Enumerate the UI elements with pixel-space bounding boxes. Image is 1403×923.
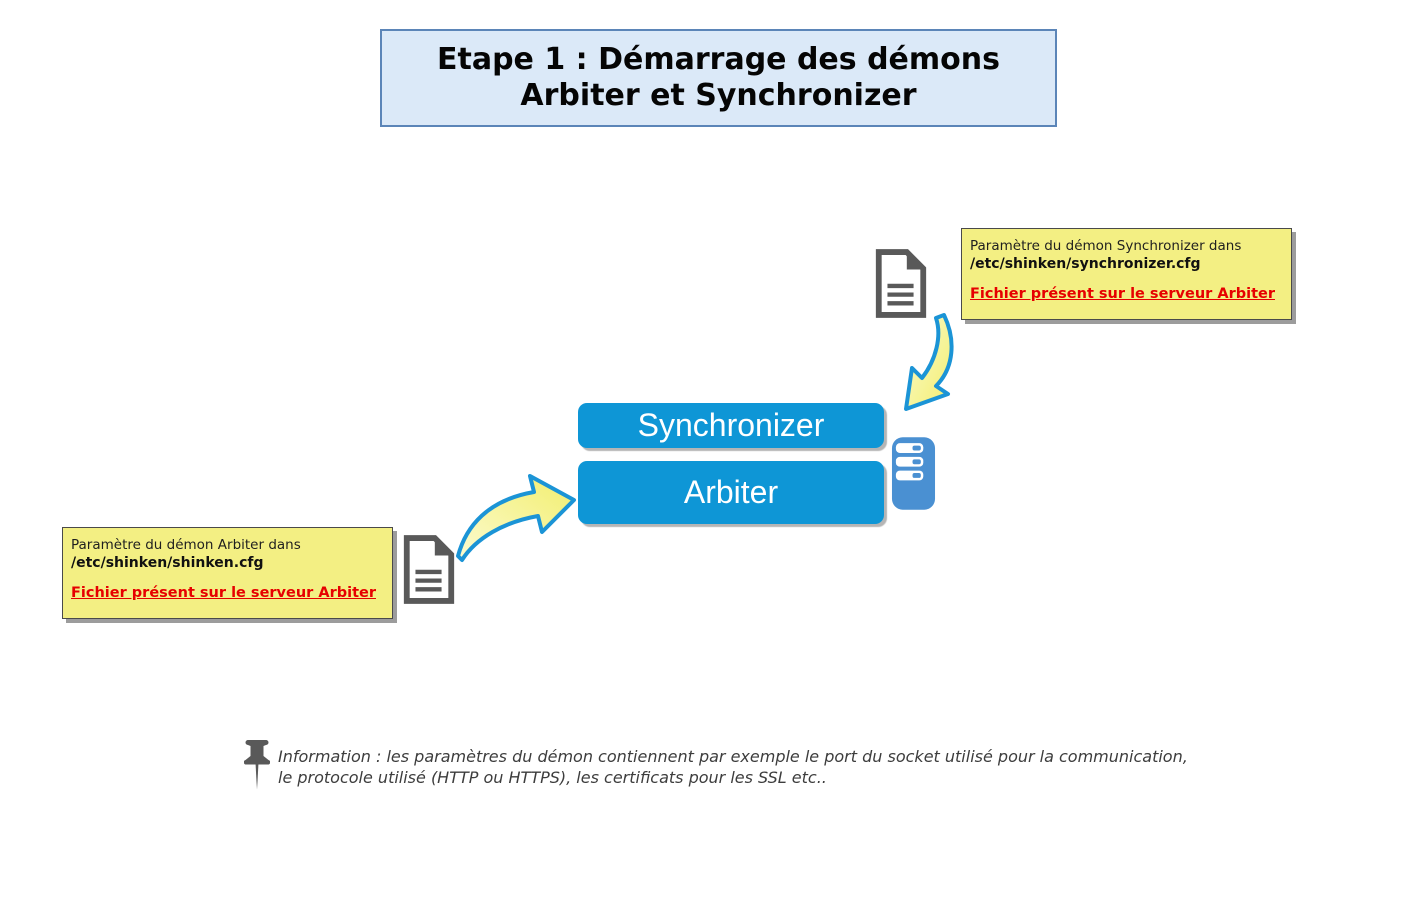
document-icon <box>403 535 455 604</box>
daemon-label-arbiter: Arbiter <box>683 474 779 510</box>
daemon-box-synchronizer: Synchronizer <box>578 403 884 448</box>
note-synchronizer-link[interactable]: Fichier présent sur le serveur Arbiter <box>970 286 1275 302</box>
title-line-2: Arbiter et Synchronizer <box>520 78 917 113</box>
daemon-box-arbiter: Arbiter <box>578 461 884 524</box>
info-note: Information : les paramètres du démon co… <box>278 746 1218 788</box>
info-line-2: le protocole utilisé (HTTP ou HTTPS), le… <box>278 768 827 787</box>
document-icon <box>875 249 927 318</box>
curved-arrow-to-synchronizer <box>892 312 960 418</box>
title-box: Etape 1 : Démarrage des démons Arbiter e… <box>380 29 1057 127</box>
pushpin-icon <box>243 740 271 790</box>
daemon-label-synchronizer: Synchronizer <box>637 407 825 443</box>
note-arbiter-desc: Paramètre du démon Arbiter dans <box>71 537 301 553</box>
curved-arrow-icon <box>904 313 954 411</box>
note-arbiter: Paramètre du démon Arbiter dans /etc/shi… <box>62 527 393 619</box>
info-line-1: Information : les paramètres du démon co… <box>278 747 1188 766</box>
note-synchronizer-desc: Paramètre du démon Synchronizer dans <box>970 238 1242 254</box>
config-file-icon-synchronizer <box>872 247 930 324</box>
server-tower-icon <box>891 437 936 510</box>
note-synchronizer-path: /etc/shinken/synchronizer.cfg <box>970 256 1201 272</box>
note-synchronizer: Paramètre du démon Synchronizer dans /et… <box>961 228 1292 320</box>
pushpin-icon <box>243 739 271 795</box>
title-line-1: Etape 1 : Démarrage des démons <box>437 42 1000 77</box>
curved-arrow-to-arbiter <box>452 466 578 568</box>
note-arbiter-path: /etc/shinken/shinken.cfg <box>71 555 264 571</box>
server-icon <box>891 436 936 515</box>
note-arbiter-link[interactable]: Fichier présent sur le serveur Arbiter <box>71 585 376 601</box>
curved-arrow-icon <box>456 474 576 562</box>
config-file-icon-arbiter <box>400 533 458 610</box>
